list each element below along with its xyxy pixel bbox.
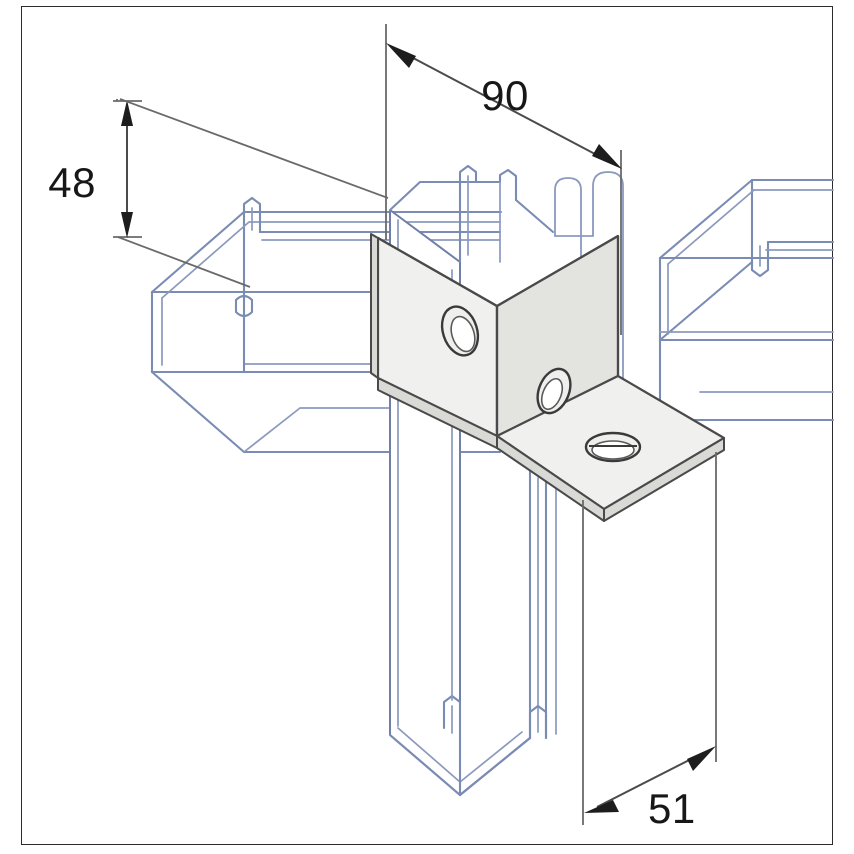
bracket-flange-edge-right bbox=[603, 437, 725, 522]
dimension-90-label: 90 bbox=[481, 72, 529, 119]
dimension-51: 51 bbox=[582, 452, 717, 832]
dimension-51-label: 51 bbox=[648, 785, 696, 832]
bracket-hole-flange bbox=[584, 431, 642, 463]
bracket-leg-left-edge bbox=[370, 233, 379, 379]
dimension-48: 48 bbox=[48, 100, 142, 238]
dimension-90: 90 bbox=[385, 24, 622, 335]
dimension-48-label: 48 bbox=[48, 159, 96, 206]
channel-right-horizontal bbox=[658, 178, 835, 422]
bracket-leg-bottom-edge bbox=[377, 377, 498, 449]
dimension-48-guides bbox=[116, 98, 389, 288]
bracket-hole-lower-mid bbox=[536, 367, 572, 415]
bracket-hole-upper-left bbox=[440, 305, 480, 357]
channel-left-horizontal bbox=[150, 196, 503, 454]
